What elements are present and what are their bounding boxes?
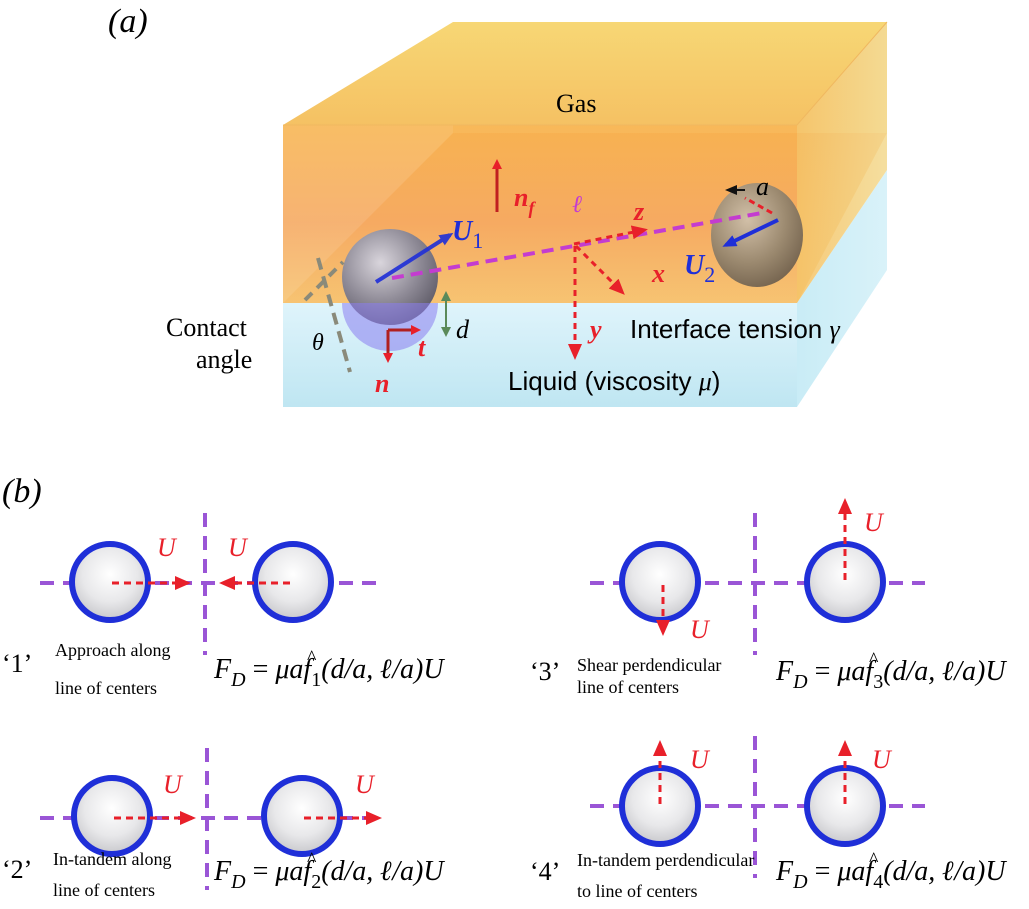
case-1-diagram: U U (40, 513, 380, 655)
case-1-u-right: U (228, 533, 249, 562)
case-4-u-left: U (690, 745, 711, 774)
case-4-diagram: U U (590, 736, 925, 878)
radius-line (744, 196, 773, 215)
case-4-u-right: U (872, 745, 893, 774)
case-2-u-left: U (163, 770, 184, 799)
case-2-number: ‘2’ (2, 855, 32, 884)
left-particle (342, 229, 438, 325)
interface-label: Interface tension γ (630, 314, 840, 344)
gas-side-face (797, 22, 887, 303)
liquid-label: Liquid (viscosity μ) (508, 366, 720, 396)
case-2-left-particle (71, 775, 153, 857)
case-1-desc-2: line of centers (55, 678, 157, 698)
case-1-desc-1: Approach along (55, 640, 170, 660)
panel-b: (b) U U ‘1’ Approach along line of cente… (2, 473, 1007, 901)
liquid-side-face (797, 170, 887, 407)
case-1-formula: FD = μaf1(d/a, ℓ/a)U (213, 654, 445, 691)
case-2-right-particle (261, 775, 343, 857)
panel-b-label: (b) (2, 473, 42, 510)
case-1-hat: ^ (307, 647, 317, 669)
case-3-number: ‘3’ (530, 657, 560, 686)
z-axis-arrow (573, 225, 648, 246)
case-3-diagram: U U (590, 498, 925, 655)
case-3-left-particle (619, 541, 701, 623)
case-3-desc-2: line of centers (577, 677, 679, 697)
case-3-u-right: U (864, 508, 885, 537)
case-1-right-particle (252, 541, 334, 623)
case-2-desc-1: In-tandem along (53, 849, 171, 869)
u2-arrow (722, 218, 779, 247)
case-2-u-right: U (355, 770, 376, 799)
case-4-hat: ^ (869, 849, 879, 871)
case-2-hat: ^ (307, 849, 317, 871)
gas-top-edge (283, 21, 888, 126)
right-particle (711, 183, 803, 287)
case-3-hat: ^ (869, 649, 879, 671)
contact-line-vertical (316, 257, 352, 373)
u2-label: U2 (684, 250, 715, 287)
case-1-number: ‘1’ (2, 649, 32, 678)
case-2-formula: FD = μaf2(d/a, ℓ/a)U (213, 856, 445, 893)
case-1-u-left: U (157, 533, 178, 562)
case-3-desc-1: Shear perdendicular (577, 655, 721, 675)
contact-label-line2: angle (196, 345, 252, 374)
gas-label: Gas (556, 89, 596, 118)
theta-label: θ (312, 330, 324, 356)
nf-label: nf (514, 183, 536, 218)
n-label: n (375, 369, 389, 398)
u1-arrow (374, 232, 454, 284)
contact-label-line1: Contact (166, 313, 248, 342)
case-2-diagram: U U (40, 748, 382, 890)
case-4-formula: FD = μaf4(d/a, ℓ/a)U (775, 856, 1007, 893)
y-label: y (587, 315, 602, 344)
d-label: d (456, 315, 470, 344)
line-of-centers (391, 211, 763, 280)
panel-a: (a) Gas θ Contact angle ℓ nf z (108, 3, 888, 407)
contact-line-tangent (303, 260, 345, 302)
t-label: t (418, 333, 426, 362)
case-4-desc-2: to line of centers (577, 881, 697, 901)
ell-label: ℓ (572, 192, 582, 218)
panel-a-label: (a) (108, 3, 148, 40)
gas-top-face (283, 22, 887, 125)
case-3-formula: FD = μaf3(d/a, ℓ/a)U (775, 656, 1007, 693)
case-3-u-left: U (690, 615, 711, 644)
x-label: x (651, 259, 665, 288)
case-4-number: ‘4’ (530, 857, 560, 886)
a-label: a (756, 172, 769, 201)
left-particle-submerged (342, 303, 438, 351)
u1-label: U1 (452, 216, 483, 253)
case-2-desc-2: line of centers (53, 880, 155, 900)
case-4-desc-1: In-tandem perdendicular (577, 850, 754, 870)
z-label: z (633, 197, 645, 226)
